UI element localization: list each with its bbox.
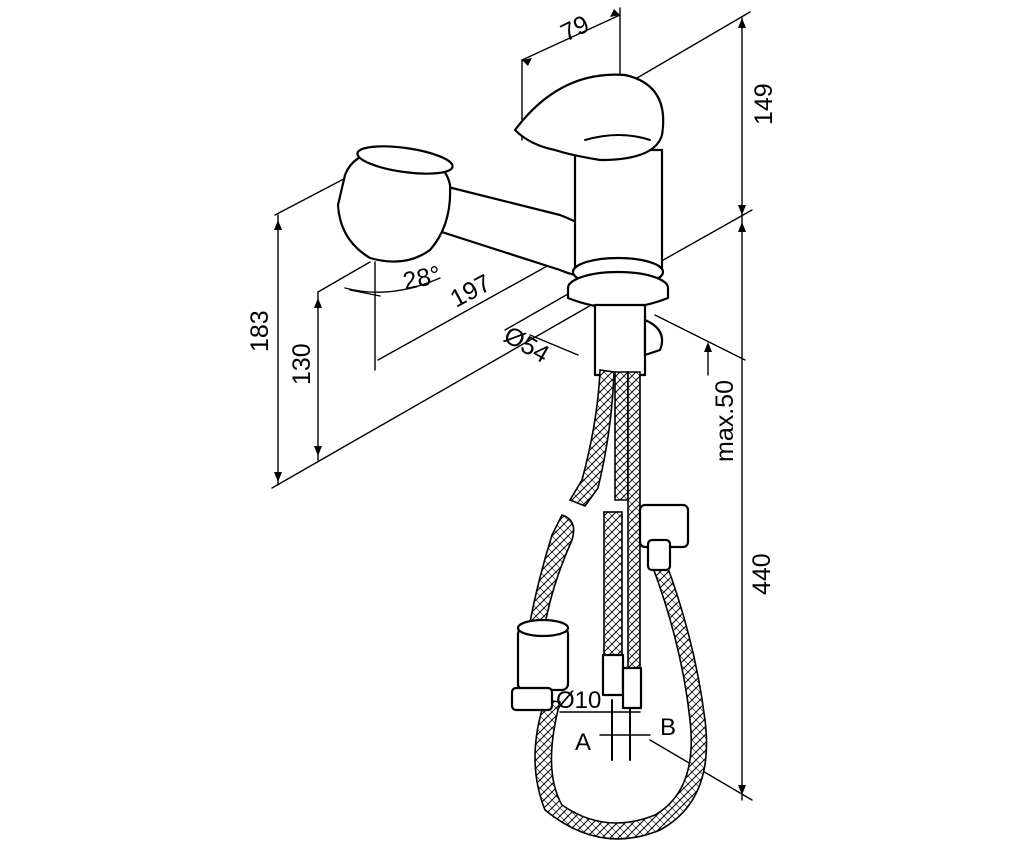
pipe-diameter-label: Ø10 [556, 687, 601, 714]
hose-fittings [510, 503, 690, 761]
outlet-height-label: 130 [288, 343, 316, 385]
connection-b-label: B [660, 714, 676, 741]
dimension-lines [271, 7, 753, 801]
faucet-body [336, 73, 670, 377]
deck-thickness-label: max.50 [711, 380, 739, 462]
connection-a-label: A [575, 729, 591, 756]
total-height-label: 183 [246, 310, 274, 352]
hose-length-label: 440 [748, 553, 776, 595]
dimension-labels: 79 149 28° 197 Ø54 183 130 max.50 440 Ø1… [246, 10, 778, 756]
head-angle-label: 28° [400, 261, 443, 296]
pullout-length-label: 197 [446, 269, 496, 313]
upper-height-label: 149 [750, 83, 778, 125]
